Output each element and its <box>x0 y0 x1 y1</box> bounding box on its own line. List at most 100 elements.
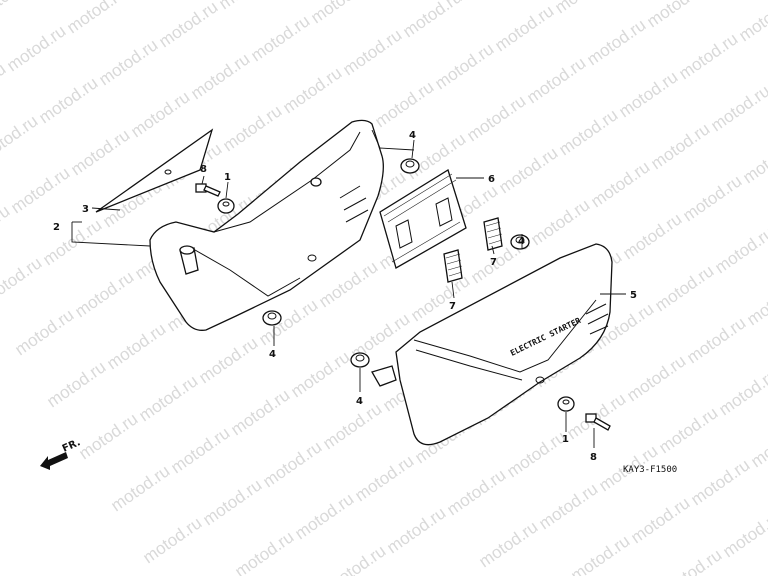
grommet-part-4-right <box>510 234 530 250</box>
watermark-text: motod.ru <box>3 21 69 75</box>
watermark-text: motod.ru <box>619 209 685 263</box>
front-direction-arrow: FR. <box>40 437 82 470</box>
watermark-text: motod.ru <box>135 371 201 425</box>
watermark-text: motod.ru <box>195 333 261 387</box>
watermark-text: motod.ru <box>307 0 373 27</box>
watermark-text: motod.ru <box>247 11 313 65</box>
callout-8-bottom: 8 <box>590 452 597 463</box>
watermark-text: motod.ru <box>551 0 617 17</box>
watermark-text: motod.ru <box>651 261 717 315</box>
leader-4-top <box>371 129 415 159</box>
watermark-text: motod.ru <box>155 0 221 51</box>
callout-1-bottom: 1 <box>562 434 569 445</box>
leader-3 <box>91 207 121 211</box>
diagram-code: KAY3-F1500 <box>623 465 677 475</box>
watermark-text: motod.ru <box>371 77 437 131</box>
right-side-cover-part-5: ELECTRIC STARTER <box>371 243 613 446</box>
watermark-text: motod.ru <box>219 101 285 155</box>
watermark-text: motod.ru <box>0 0 37 23</box>
leader-2 <box>71 222 151 247</box>
watermark-text: motod.ru <box>583 15 649 69</box>
watermark-text: motod.ru <box>287 347 353 401</box>
left-cover-vents <box>339 185 369 223</box>
left-side-cover-part-2 <box>149 119 384 331</box>
watermark-text: motod.ru <box>11 305 77 359</box>
watermark-text: motod.ru <box>715 365 768 419</box>
left-cover-crease <box>187 245 301 297</box>
callout-4-top: 4 <box>409 130 416 141</box>
watermark-text: motod.ru <box>0 253 45 307</box>
callout-4-right: 4 <box>518 236 525 247</box>
watermark-text: motod.ru <box>35 73 101 127</box>
screw-part-8-bottom <box>585 413 611 431</box>
watermark-text: motod.ru <box>739 133 768 187</box>
emblem-shape <box>95 128 214 213</box>
left-cover-peg-top <box>179 245 195 255</box>
grommet-part-4-top <box>400 158 420 174</box>
watermark-text: motod.ru <box>279 63 345 117</box>
watermark-text: motod.ru <box>215 0 281 13</box>
callout-4-center: 4 <box>356 396 363 407</box>
watermark-text: motod.ru <box>747 417 768 471</box>
leader-1-left <box>225 181 229 199</box>
watermark-text: motod.ru <box>231 527 297 576</box>
mat-body <box>379 169 467 269</box>
watermark-text: motod.ru <box>43 357 109 411</box>
collar-part-1-left <box>217 198 235 214</box>
pad-part-7-left <box>443 249 463 283</box>
left-cover-boss-top <box>310 177 322 187</box>
leader-lines <box>71 129 626 448</box>
callout-6: 6 <box>488 174 495 185</box>
watermark-text: motod.ru <box>443 465 509 519</box>
mat-cutout-1 <box>395 219 413 249</box>
right-cover-stripe-bottom <box>415 349 523 381</box>
left-cover-hole <box>307 254 317 262</box>
callout-3: 3 <box>82 204 89 215</box>
watermark-text: motod.ru <box>463 91 529 145</box>
watermark-text: motod.ru <box>103 319 169 373</box>
callouts: 1 1 2 3 4 4 4 4 5 6 7 7 8 8 <box>53 130 637 463</box>
left-cover-body <box>149 119 384 331</box>
watermark-text: motod.ru <box>587 157 653 211</box>
screw-part-8-left <box>195 183 221 197</box>
grommet-part-4-center <box>350 352 370 368</box>
callout-2: 2 <box>53 222 60 233</box>
watermark-text: motod.ru <box>659 545 725 576</box>
right-cover-peg <box>371 365 397 387</box>
watermark-text: motod.ru <box>383 503 449 557</box>
watermark-text: motod.ru <box>167 423 233 477</box>
watermark-text: motod.ru <box>199 475 265 529</box>
watermark-text: motod.ru <box>475 517 541 571</box>
watermark-text: motod.ru <box>0 201 13 255</box>
mat-texture <box>383 173 461 263</box>
watermark-text: motod.ru <box>495 143 561 197</box>
callout-8-left: 8 <box>200 164 207 175</box>
right-cover-hole <box>535 376 545 384</box>
callout-5: 5 <box>630 290 637 301</box>
front-arrow-icon <box>40 452 68 470</box>
watermark-text: motod.ru <box>259 437 325 491</box>
watermark-text: motod.ru <box>459 0 525 3</box>
watermark-text: motod.ru <box>743 275 768 329</box>
watermark-text: motod.ru <box>567 531 633 576</box>
watermark-text: motod.ru <box>555 105 621 159</box>
watermark-text: motod.ru <box>623 351 689 405</box>
emblem-hole <box>164 169 172 175</box>
collar-part-1-bottom <box>557 396 575 412</box>
pad-part-7-right <box>483 217 503 251</box>
right-cover-body <box>395 243 613 446</box>
watermark-text: motod.ru <box>527 195 593 249</box>
watermark-text: motod.ru <box>7 163 73 217</box>
watermark-text: motod.ru <box>491 1 557 55</box>
watermark-text: motod.ru <box>535 479 601 533</box>
callout-7-right: 7 <box>490 257 497 268</box>
watermark-text: motod.ru <box>683 313 749 367</box>
watermark-text: motod.ru <box>107 461 173 515</box>
watermark-text: motod.ru <box>687 455 753 509</box>
mat-cutout-2 <box>435 197 453 227</box>
callout-1-left: 1 <box>224 172 231 183</box>
watermark-text: motod.ru <box>503 427 569 481</box>
